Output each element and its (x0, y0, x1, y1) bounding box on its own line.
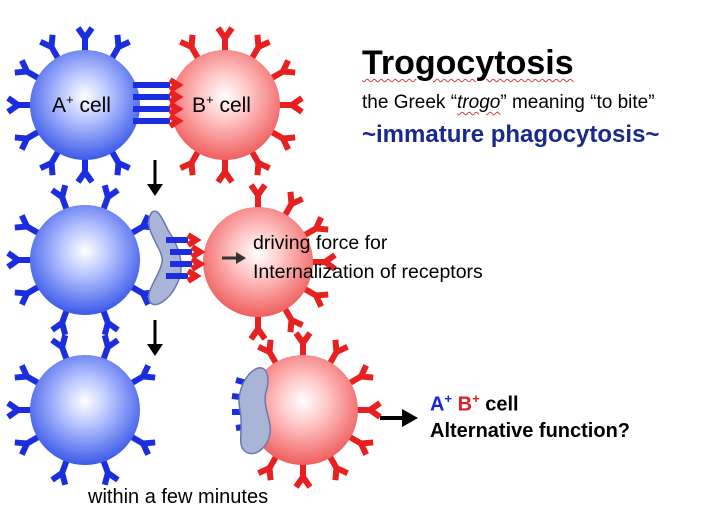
receptor (99, 306, 120, 336)
receptor (99, 456, 120, 486)
receptor (14, 282, 43, 306)
result-question: Alternative function? (430, 420, 631, 442)
receptor (127, 364, 156, 388)
receptor (280, 304, 304, 333)
footer-caption: within a few minutes (88, 486, 269, 508)
page-title: Trogocytosis (362, 44, 574, 82)
receptor (267, 59, 296, 83)
receptor (50, 456, 71, 486)
receptor (14, 59, 43, 83)
cell-b-row2 (203, 207, 313, 317)
receptor (345, 432, 374, 456)
receptor (99, 184, 120, 214)
receptor (39, 34, 63, 63)
receptor (257, 452, 281, 481)
cell-b-receptors-row2 (248, 183, 337, 341)
receptor (325, 339, 349, 368)
receptor (247, 34, 271, 63)
driving-force-line1: driving force for (253, 232, 388, 254)
cell-a-row2 (30, 205, 140, 315)
subtitle: the Greek “trogo” meaning “to bite” (362, 92, 655, 113)
receptor (14, 364, 43, 388)
receptor (345, 364, 374, 388)
receptor (50, 306, 71, 336)
receptor (127, 432, 156, 456)
membrane-fragment-row3 (238, 367, 271, 455)
synapse-receptors-row2 (166, 232, 206, 284)
cell-b-row1 (170, 50, 280, 160)
cell-a-row3 (30, 355, 140, 465)
receptor (50, 334, 71, 364)
cell-b-label: B+ cell (192, 92, 251, 117)
cell-a-row1 (30, 50, 140, 160)
receptor (107, 147, 131, 176)
cell-b-receptors-row3 (257, 331, 382, 489)
receptor (39, 147, 63, 176)
synapse-receptors-row1 (133, 77, 184, 129)
membrane-fragment-row2 (147, 210, 182, 306)
driving-force-line2: Internalization of receptors (253, 261, 483, 283)
receptor (14, 214, 43, 238)
cell-a-label: A+ cell (52, 92, 111, 117)
receptor (325, 452, 349, 481)
result-cell-label: A+ B+ cell (430, 391, 519, 416)
receptor (50, 184, 71, 214)
tagline: ~immature phagocytosis~ (362, 121, 660, 148)
receptor (179, 34, 203, 63)
receptor (99, 334, 120, 364)
receptor (179, 147, 203, 176)
receptor (300, 284, 329, 308)
receptor (280, 191, 304, 220)
receptor (267, 127, 296, 151)
receptor (14, 127, 43, 151)
receptor (247, 147, 271, 176)
cell-b-row3 (248, 355, 358, 465)
receptor (257, 339, 281, 368)
receptor (107, 34, 131, 63)
receptor (14, 432, 43, 456)
